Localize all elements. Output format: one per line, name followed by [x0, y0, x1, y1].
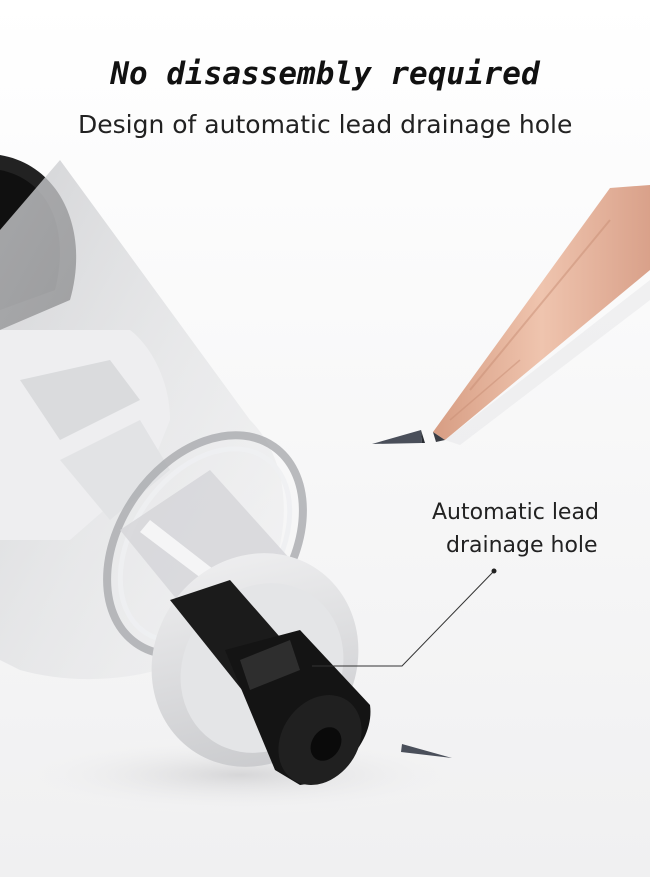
sharpener	[0, 155, 371, 785]
headline: No disassembly required	[110, 56, 540, 92]
floor-shadow	[0, 735, 480, 815]
callout-line	[312, 570, 495, 667]
callout-label-line1: Automatic lead	[432, 500, 599, 525]
pencil	[433, 185, 650, 445]
callout-label-line2: drainage hole	[446, 533, 598, 558]
callout-dot	[491, 568, 497, 574]
lead-fragment	[401, 744, 452, 758]
lead-fragment	[372, 430, 422, 444]
subheadline: Design of automatic lead drainage hole	[78, 110, 573, 139]
